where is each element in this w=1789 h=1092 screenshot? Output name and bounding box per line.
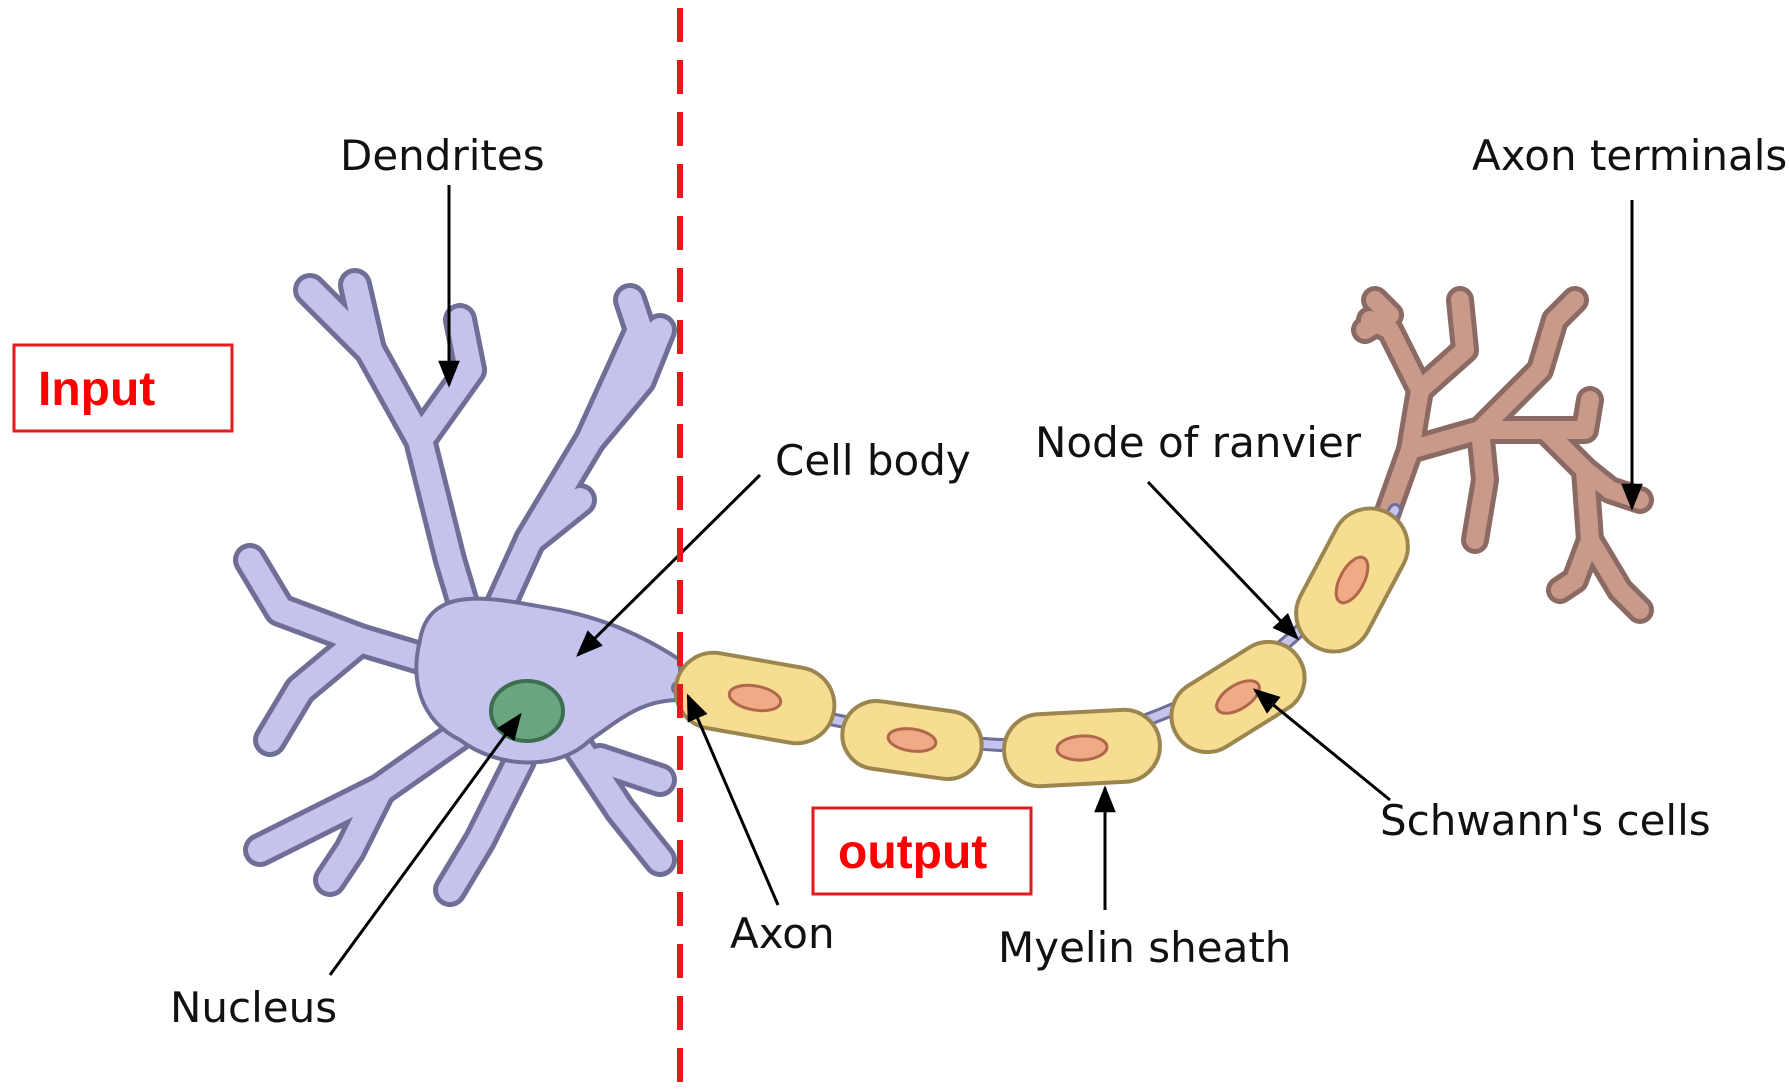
nucleus-shape [491,681,563,741]
nucleus-label: Nucleus [170,983,337,1032]
dendrites-shape [250,285,660,890]
output-box: output [813,808,1031,894]
axon-terminals-shape [1365,300,1640,610]
input-box: Input [14,345,232,431]
node-of-ranvier-arrow [1148,482,1297,638]
node-of-ranvier-label: Node of ranvier [1035,418,1362,467]
dendrites-label: Dendrites [340,131,545,180]
myelin-sheath-label: Myelin sheath [998,923,1291,972]
schwann-cell [670,647,841,750]
schwanns-cells-arrow [1255,690,1390,800]
myelin-sheath-shape [670,495,1422,788]
output-box-label: output [838,826,987,879]
axon-terminals-label: Axon terminals [1472,131,1787,180]
cell-body-arrow [578,475,760,655]
cell-body-label: Cell body [775,436,971,485]
input-box-label: Input [38,363,155,416]
cell-body-shape [416,599,680,763]
schwann-cell [1002,708,1162,788]
schwann-cell [1158,628,1318,765]
schwanns-cells-label: Schwann's cells [1380,796,1711,845]
axon-label: Axon [730,909,835,958]
schwann-cell [838,697,986,784]
schwann-cell [1283,495,1421,665]
